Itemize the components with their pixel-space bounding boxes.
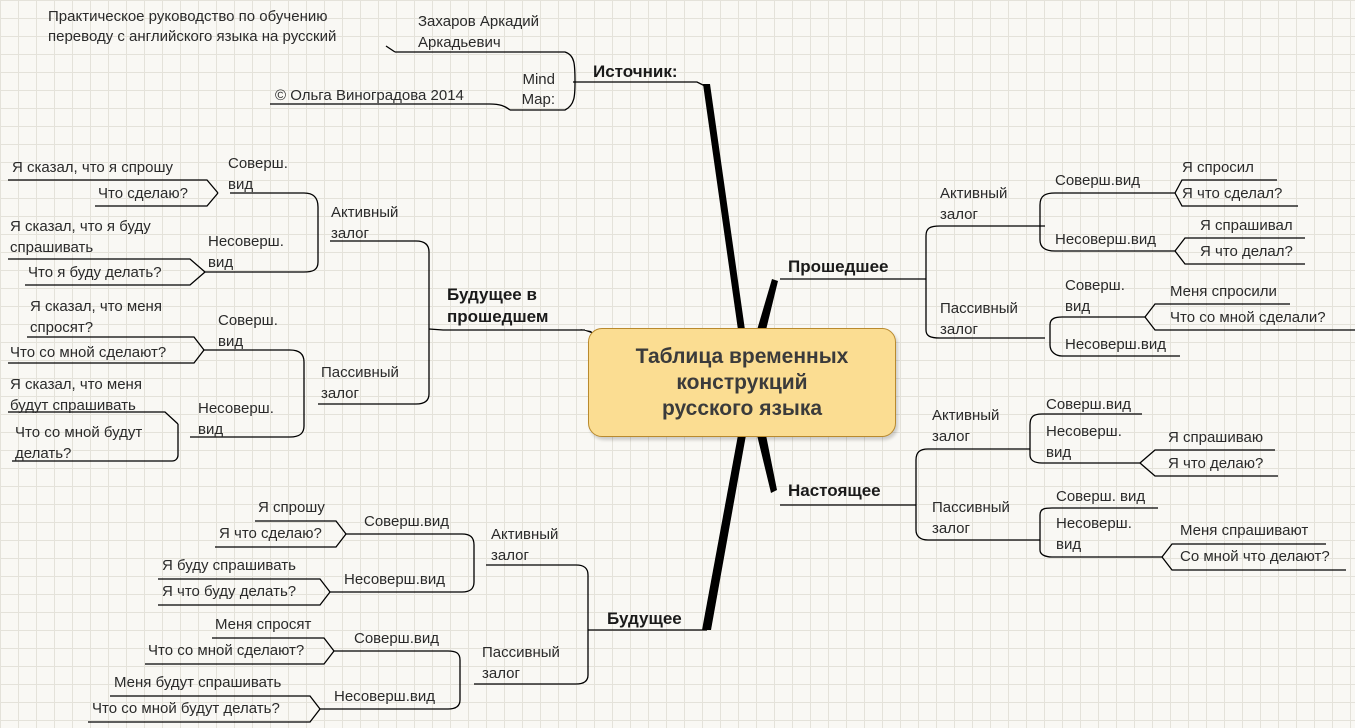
spoke-past (757, 279, 778, 330)
fip-active-node[interactable]: Активный залог (331, 204, 399, 242)
future-passive-perf-item[interactable]: Меня спросят (215, 616, 312, 633)
future-active-perf-item[interactable]: Я спрошу (258, 499, 325, 516)
mindmap-node[interactable]: Mind Map: (521, 71, 555, 108)
fip-active-perf-item[interactable]: Я сказал, что я спрошу (12, 159, 174, 176)
future-passive-imperf-node[interactable]: Несоверш.вид (334, 688, 435, 705)
future-passive-node[interactable]: Пассивный залог (482, 644, 560, 682)
fip-passive-node[interactable]: Пассивный залог (321, 364, 399, 402)
past-passive-node[interactable]: Пассивный залог (940, 300, 1018, 338)
present-active-node[interactable]: Активный залог (932, 407, 1000, 445)
central-topic-line: конструкций (676, 370, 808, 394)
central-topic[interactable]: Таблица временных конструкций русского я… (588, 328, 896, 437)
future-active-perf-node[interactable]: Соверш.вид (364, 513, 449, 530)
fip-active-imperf-item[interactable]: Я сказал, что я буду спрашивать (10, 218, 151, 256)
past-active-imperf-node[interactable]: Несоверш.вид (1055, 231, 1156, 248)
past-active-imperf-item[interactable]: Я спрашивал (1200, 217, 1293, 234)
spoke-source (703, 84, 745, 330)
future-topic[interactable]: Будущее (607, 609, 682, 628)
past-passive-imperf-node[interactable]: Несоверш.вид (1065, 336, 1166, 353)
spoke-future (702, 435, 746, 630)
present-passive-imperf-item[interactable]: Меня спрашивают (1180, 522, 1309, 539)
past-passive-perf-item[interactable]: Меня спросили (1170, 283, 1277, 300)
future-passive-perf-item[interactable]: Что со мной сделают? (148, 642, 305, 659)
past-topic[interactable]: Прошедшее (788, 257, 889, 276)
future-active-imperf-node[interactable]: Несоверш.вид (344, 571, 445, 588)
past-passive-perf-node[interactable]: Соверш. вид (1065, 277, 1125, 315)
source-topic[interactable]: Источник: (593, 62, 678, 81)
fip-passive-imperf-item[interactable]: Я сказал, что меня будут спрашивать (10, 376, 142, 414)
future-active-imperf-item[interactable]: Я что буду делать? (162, 583, 297, 600)
author-node[interactable]: Захаров Аркадий Аркадьевич (418, 13, 539, 51)
future-passive-imperf-item[interactable]: Что со мной будут делать? (92, 700, 280, 717)
present-passive-imperf-item[interactable]: Со мной что делают? (1180, 548, 1330, 565)
copyright-node[interactable]: © Ольга Виноградова 2014 (275, 87, 464, 104)
present-active-imperf-item[interactable]: Я что делаю? (1168, 455, 1264, 472)
present-active-imperf-node[interactable]: Несоверш. вид (1046, 423, 1122, 461)
present-passive-node[interactable]: Пассивный залог (932, 499, 1010, 537)
future-passive-imperf-item[interactable]: Меня будут спрашивать (114, 674, 282, 691)
present-passive-imperf-node[interactable]: Несоверш. вид (1056, 515, 1132, 553)
fip-passive-perf-node[interactable]: Соверш. вид (218, 312, 278, 350)
fip-active-perf-node[interactable]: Соверш. вид (228, 155, 288, 193)
present-active-imperf-item[interactable]: Я спрашиваю (1168, 429, 1264, 446)
fip-passive-imperf-item[interactable]: Что со мной будут делать? (15, 424, 143, 462)
present-passive-perf-node[interactable]: Соверш. вид (1056, 488, 1146, 505)
fip-passive-imperf-node[interactable]: Несоверш. вид (198, 400, 274, 438)
spoke-present (757, 435, 777, 493)
fip-active-imperf-item[interactable]: Что я буду делать? (28, 264, 162, 281)
central-topic-line: русского языка (661, 396, 823, 420)
past-passive-perf-item[interactable]: Что со мной сделали? (1170, 309, 1326, 326)
fip-active-imperf-node[interactable]: Несоверш. вид (208, 233, 284, 271)
future-in-past-topic[interactable]: Будущее в прошедшем (447, 285, 549, 326)
present-active-perf-node[interactable]: Соверш.вид (1046, 396, 1131, 413)
fip-passive-perf-item[interactable]: Я сказал, что меня спросят? (30, 298, 162, 336)
past-active-perf-item[interactable]: Я спросил (1182, 159, 1254, 176)
spoke-future-in-past (580, 329, 599, 339)
book-node[interactable]: Практическое руководство по обучению пер… (48, 8, 337, 45)
past-active-node[interactable]: Активный залог (940, 185, 1008, 223)
central-topic-line: Таблица временных (635, 344, 849, 368)
fip-passive-perf-item[interactable]: Что со мной сделают? (10, 344, 167, 361)
future-active-imperf-item[interactable]: Я буду спрашивать (162, 557, 296, 574)
past-active-imperf-item[interactable]: Я что делал? (1200, 243, 1293, 260)
past-active-perf-item[interactable]: Я что сделал? (1182, 185, 1283, 202)
past-active-perf-node[interactable]: Соверш.вид (1055, 172, 1140, 189)
future-active-node[interactable]: Активный залог (491, 526, 559, 564)
future-passive-perf-node[interactable]: Соверш.вид (354, 630, 439, 647)
present-topic[interactable]: Настоящее (788, 481, 881, 500)
future-active-perf-item[interactable]: Я что сделаю? (219, 525, 322, 542)
fip-active-perf-item[interactable]: Что сделаю? (98, 185, 188, 202)
